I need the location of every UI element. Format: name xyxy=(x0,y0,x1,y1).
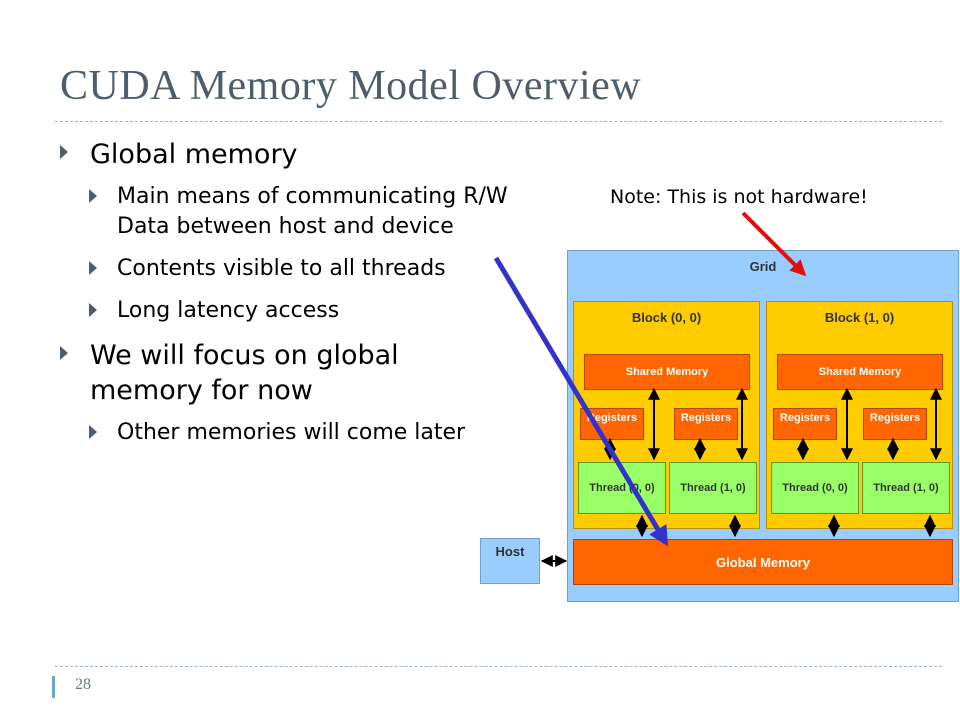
sub-bullet: Main means of communicating R/W Data bet… xyxy=(60,182,537,242)
bullet-marker-icon xyxy=(60,145,68,159)
block-label: Block (1, 0) xyxy=(824,310,895,325)
bullet-text: We will focus on global memory for now xyxy=(90,340,399,406)
slide-title: CUDA Memory Model Overview xyxy=(60,63,642,109)
block-0-0: Block (0, 0) Shared Memory Registers Reg… xyxy=(573,301,760,529)
sub-bullet-text: Main means of communicating R/W Data bet… xyxy=(117,184,508,239)
page-number: 28 xyxy=(75,676,91,693)
sub-bullet-text: Long latency access xyxy=(117,298,340,323)
bullet-marker-icon xyxy=(89,425,97,439)
title-divider xyxy=(55,121,942,122)
sub-bullet-text: Contents visible to all threads xyxy=(117,256,446,281)
thread: Thread (1, 0) xyxy=(862,462,950,514)
bullet-marker-icon xyxy=(89,261,97,275)
thread: Thread (1, 0) xyxy=(669,462,757,514)
grid-box: Grid Block (0, 0) Shared Memory Register… xyxy=(567,250,959,602)
note-text: Note: This is not hardware! xyxy=(610,186,868,208)
blue-pointer-arrow xyxy=(493,256,669,547)
bullet-text: Global memory xyxy=(90,139,298,170)
sub-bullet-text: Other memories will come later xyxy=(117,420,466,445)
bullet-marker-icon xyxy=(89,189,97,203)
footer-accent-bar xyxy=(52,676,55,698)
bullet-marker-icon xyxy=(89,303,97,317)
bullet-global-memory: Global memory xyxy=(60,137,540,172)
shared-memory: Shared Memory xyxy=(777,354,943,390)
bullet-list: Global memory Main means of communicatin… xyxy=(60,137,540,460)
global-memory: Global Memory xyxy=(573,539,953,585)
block-label: Block (0, 0) xyxy=(631,310,702,325)
block-1-0: Block (1, 0) Shared Memory Registers Reg… xyxy=(766,301,953,529)
registers: Registers xyxy=(674,408,738,440)
red-note-arrow xyxy=(741,211,807,277)
sub-bullet: Long latency access xyxy=(60,296,540,326)
thread: Thread (0, 0) xyxy=(771,462,859,514)
sub-bullet: Contents visible to all threads xyxy=(60,254,540,284)
bullet-focus-global: We will focus on global memory for now xyxy=(60,338,420,408)
host-box: Host xyxy=(480,538,540,584)
grid-label: Grid xyxy=(749,259,777,274)
bullet-marker-icon xyxy=(60,346,68,360)
shared-memory: Shared Memory xyxy=(584,354,750,390)
footer-divider xyxy=(55,666,942,667)
sub-bullet: Other memories will come later xyxy=(60,418,540,448)
thread: Thread (0, 0) xyxy=(578,462,666,514)
